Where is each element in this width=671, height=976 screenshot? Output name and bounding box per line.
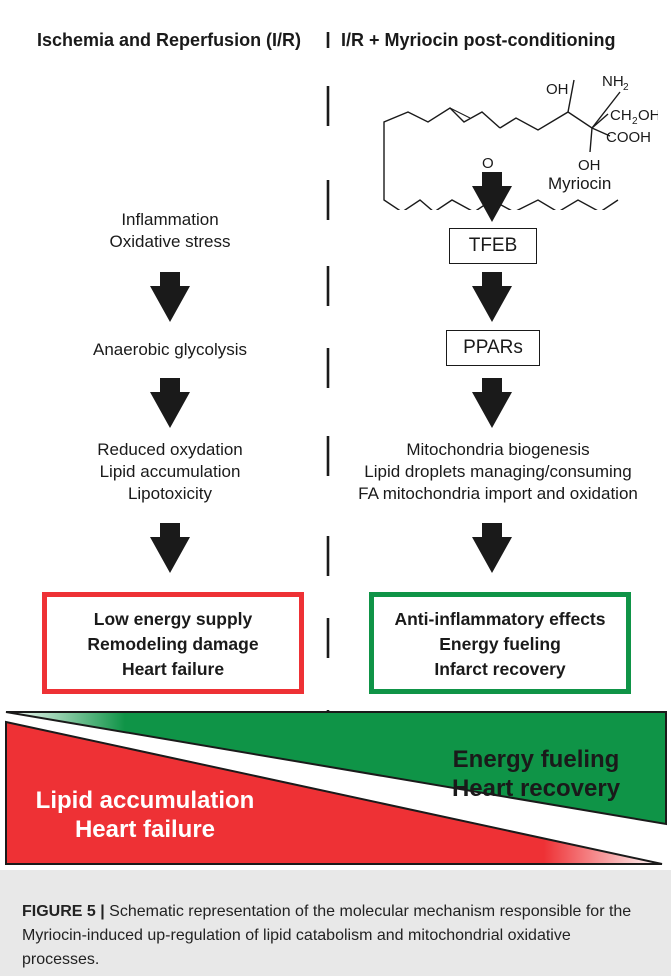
left-arrow-3: [150, 523, 190, 573]
right-arrow-4: [472, 523, 512, 573]
caption-text: Schematic representation of the molecula…: [22, 903, 632, 968]
red-triangle-text: Lipid accumulation Heart failure: [10, 786, 280, 844]
left-step-3: Reduced oxydation Lipid accumulation Lip…: [40, 439, 300, 505]
oh-label-1: OH: [546, 81, 569, 98]
right-outcome-line: Anti-inflammatory effects: [394, 609, 606, 629]
left-step-1: Inflammation Oxidative stress: [40, 209, 300, 253]
left-arrow-2: [150, 378, 190, 428]
red-triangle-line: Lipid accumulation: [35, 787, 255, 814]
left-outcome-line: Low energy supply: [93, 609, 253, 629]
left-arrow-1: [150, 272, 190, 322]
red-triangle: [5, 720, 663, 865]
tfeb-box: TFEB: [449, 228, 537, 264]
nh2-sub: 2: [623, 82, 629, 93]
ch2oh-label-post: OH: [638, 107, 658, 124]
oh-label-2: OH: [578, 157, 601, 174]
right-step-3: Mitochondria biogenesis Lipid droplets m…: [337, 439, 659, 505]
left-step-2-line: Anaerobic glycolysis: [92, 340, 247, 359]
left-step-1-line: Oxidative stress: [109, 232, 231, 251]
myriocin-structure: OH NH 2 CH 2 OH OH COOH O: [383, 73, 658, 210]
green-triangle-line: Energy fueling: [452, 746, 620, 773]
green-triangle-text: Energy fueling Heart recovery: [421, 745, 651, 803]
right-outcome-line: Energy fueling: [439, 634, 561, 654]
left-outcome-box: Low energy supply Remodeling damage Hear…: [42, 592, 304, 694]
ch2oh-label-sub: 2: [632, 116, 638, 127]
green-triangle: [5, 711, 667, 826]
myriocin-label: Myriocin: [548, 174, 612, 193]
ketone-o-label: O: [482, 155, 494, 172]
right-step-3-line: Lipid droplets managing/consuming: [364, 462, 632, 481]
right-step-3-line: FA mitochondria import and oxidation: [358, 484, 638, 503]
right-arrow-3: [472, 378, 512, 428]
left-outcome-line: Heart failure: [121, 659, 225, 679]
left-step-3-line: Lipotoxicity: [127, 484, 213, 503]
right-outcome-box: Anti-inflammatory effects Energy fueling…: [369, 592, 631, 694]
right-header: I/R + Myriocin post-conditioning: [341, 30, 616, 50]
right-outcome-text: Anti-inflammatory effects Energy fueling…: [374, 597, 626, 682]
cooh-label: COOH: [606, 129, 651, 146]
right-arrow-2: [472, 272, 512, 322]
right-arrow-1: [472, 172, 512, 222]
ppars-box: PPARs: [446, 330, 540, 366]
right-outcome-line: Infarct recovery: [434, 659, 566, 679]
left-header: Ischemia and Reperfusion (I/R): [37, 30, 302, 50]
ch2oh-label-pre: CH: [610, 107, 632, 124]
caption-label: FIGURE 5 |: [22, 903, 105, 920]
right-step-3-line: Mitochondria biogenesis: [406, 440, 590, 459]
left-step-2: Anaerobic glycolysis: [40, 339, 300, 361]
figure-caption: FIGURE 5 | Schematic representation of t…: [22, 900, 647, 972]
left-step-1-line: Inflammation: [121, 210, 219, 229]
left-step-3-line: Lipid accumulation: [99, 462, 241, 481]
left-outcome-line: Remodeling damage: [87, 634, 259, 654]
left-outcome-text: Low energy supply Remodeling damage Hear…: [47, 597, 299, 682]
trend-triangles: [5, 711, 667, 865]
green-triangle-line: Heart recovery: [451, 775, 621, 802]
caption-background: [0, 870, 671, 976]
red-triangle-line: Heart failure: [74, 816, 216, 843]
left-step-3-line: Reduced oxydation: [97, 440, 243, 459]
nh2-label: NH: [602, 73, 624, 90]
